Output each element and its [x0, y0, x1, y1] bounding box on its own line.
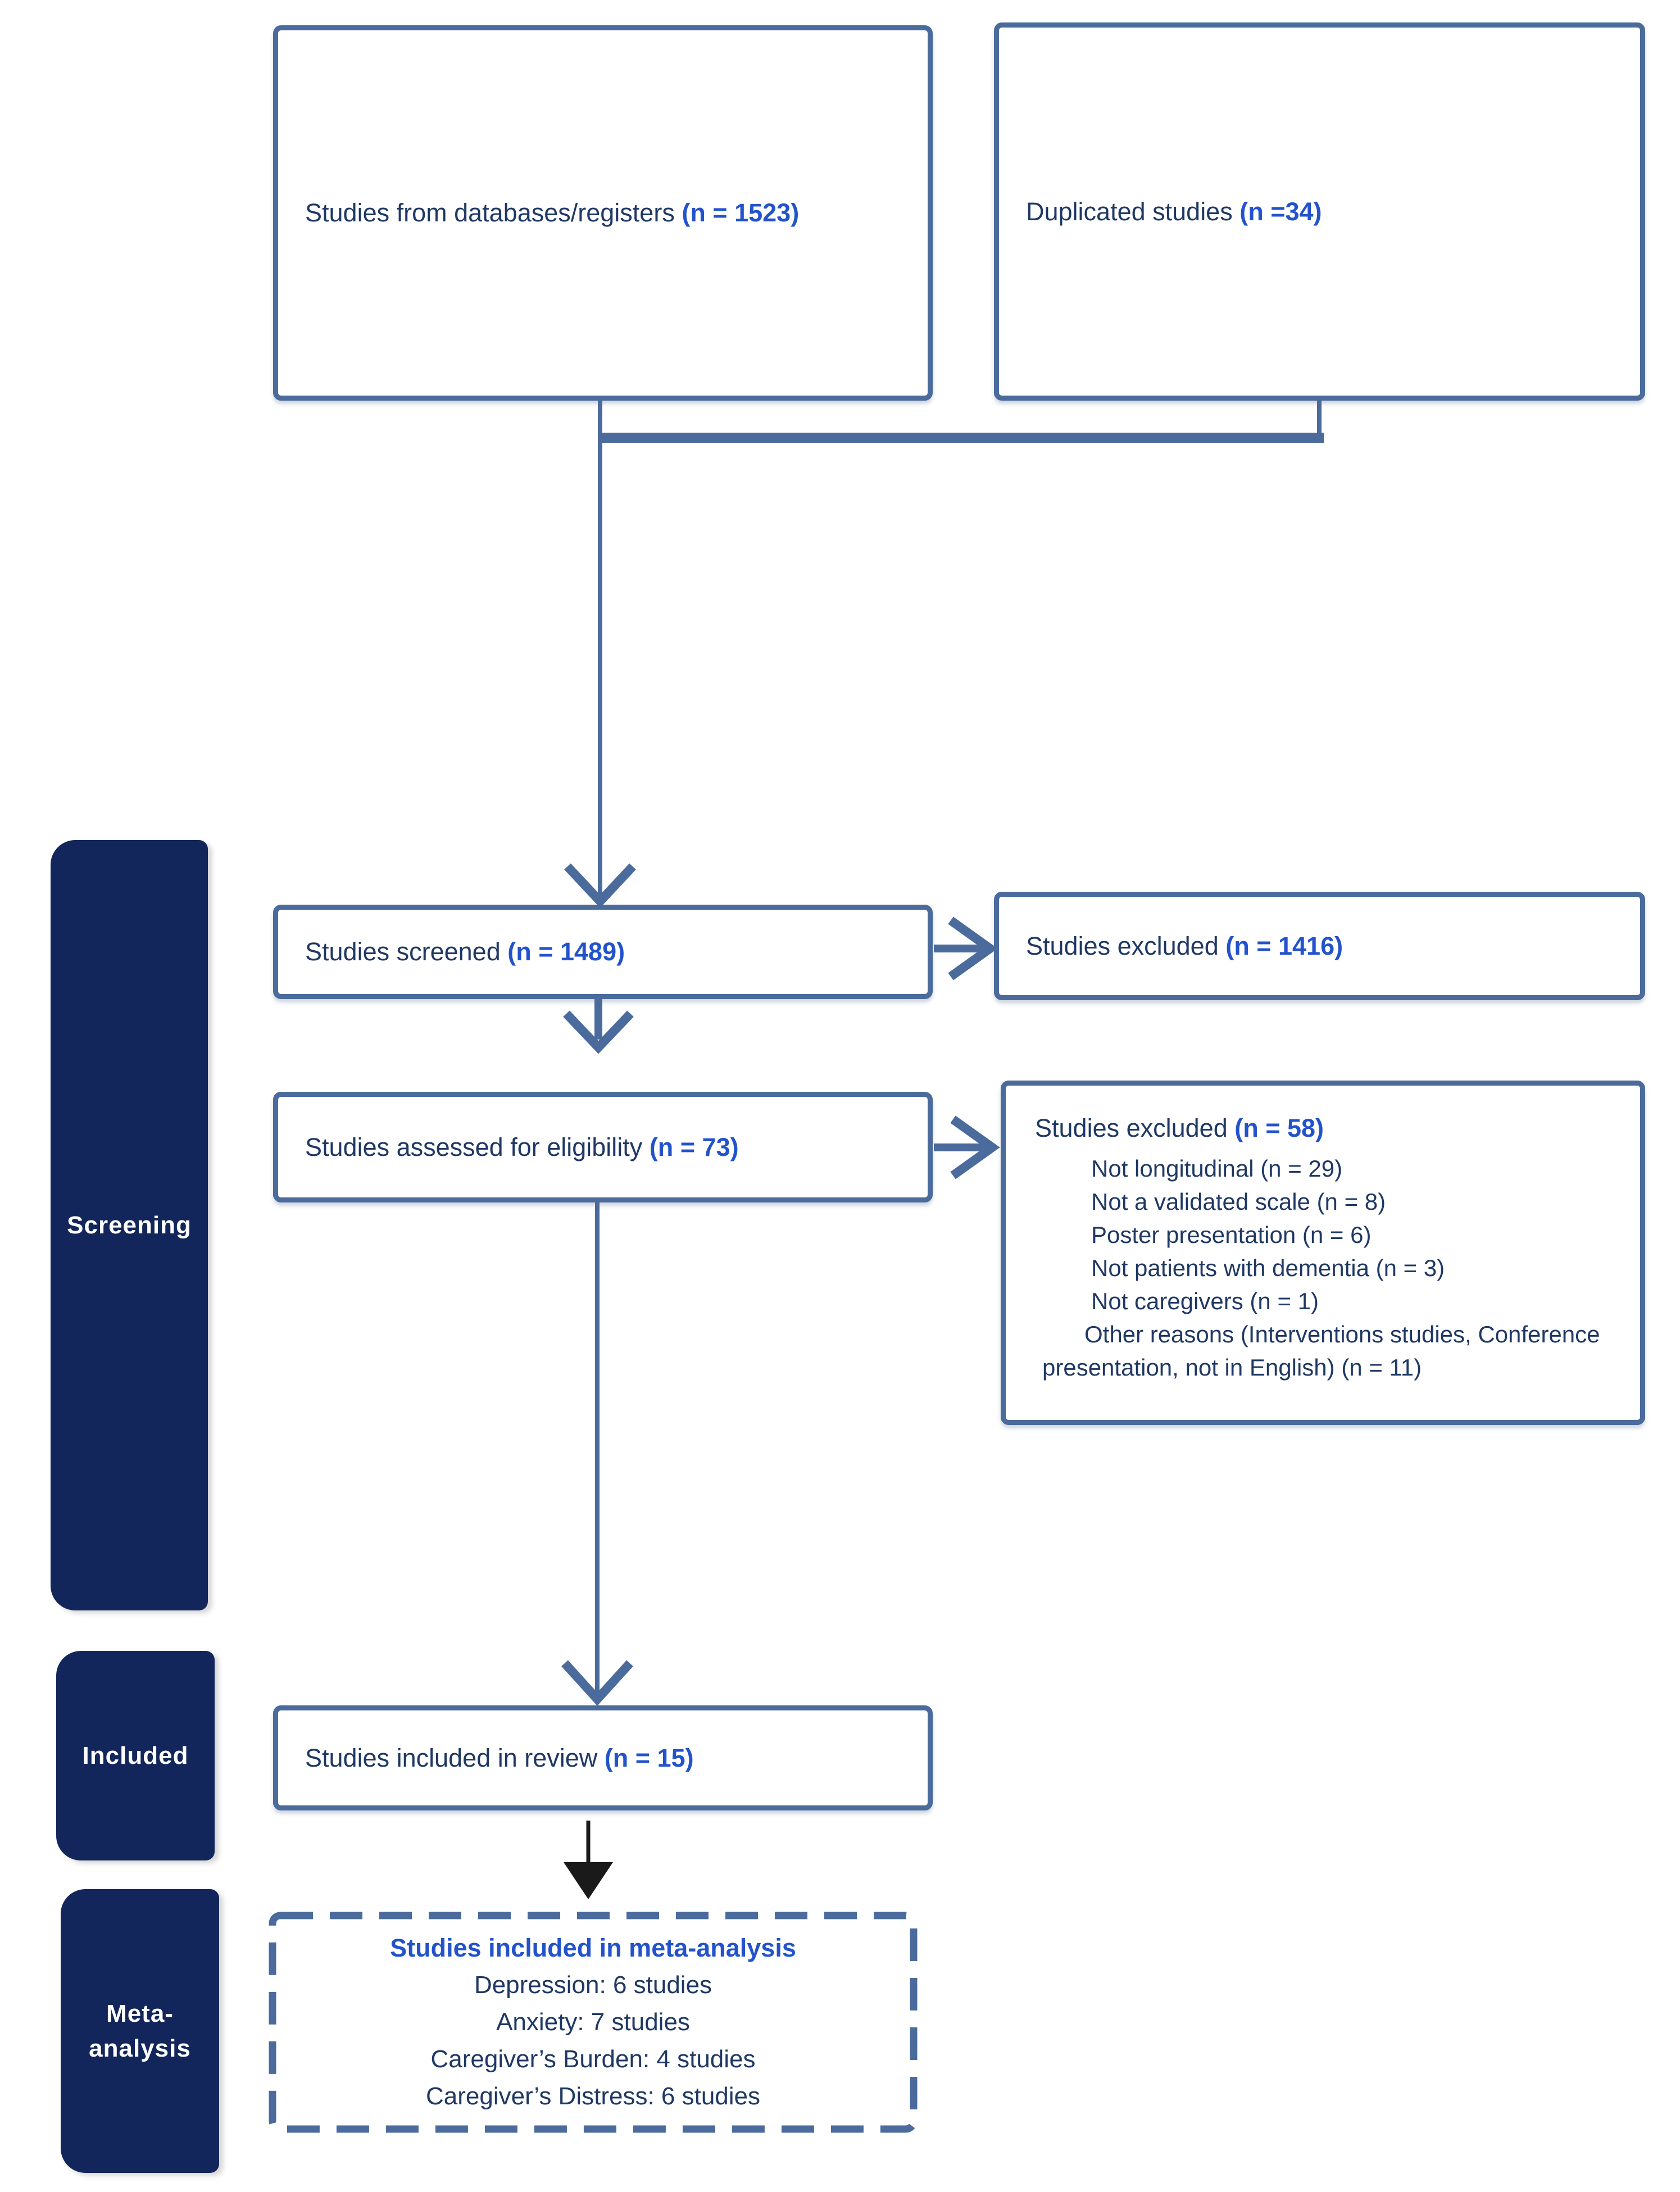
meta-analysis-item: Depression: 6 studies [474, 1971, 712, 1999]
arrowhead-to-meta [564, 1862, 613, 1899]
box-excluded-eligibility-count: (n = 58) [1234, 1114, 1324, 1142]
stage-label-screening-text: Screening [67, 1211, 192, 1239]
arrowhead-to-included [561, 1660, 633, 1706]
meta-box-dashed-border [269, 1912, 918, 2133]
arrowhead-to-excluded-eligibility [950, 1115, 1000, 1179]
box-screened-count: (n = 1489) [507, 937, 625, 966]
exclusion-reason-other-line2: presentation, not in English) (n = 11) [1042, 1354, 1422, 1381]
box-assessed: Studies assessed for eligibility (n = 73… [273, 1092, 933, 1202]
stage-label-meta-analysis: Meta- analysis [61, 1889, 219, 2173]
box-included: Studies included in review (n = 15) [273, 1705, 933, 1810]
box-assessed-label: Studies assessed for eligibility [305, 1132, 650, 1161]
exclusion-reason: Not caregivers (n = 1) [1091, 1288, 1319, 1314]
meta-analysis-item: Caregiver’s Burden: 4 studies [430, 2045, 756, 2073]
exclusion-reason-other-line1: Other reasons (Interventions studies, Co… [1084, 1321, 1600, 1347]
arrowhead-to-assessed [563, 1010, 634, 1054]
box-databases-count: (n = 1523) [682, 198, 800, 227]
box-meta-analysis: Studies included in meta-analysis Depres… [269, 1912, 917, 2132]
box-excluded-screening: Studies excluded (n = 1416) [994, 892, 1645, 1000]
box-screened-label: Studies screened [305, 937, 508, 966]
stage-label-meta-analysis-text: Meta- analysis [89, 1996, 191, 2066]
box-included-label: Studies included in review [305, 1743, 605, 1772]
meta-analysis-item: Anxiety: 7 studies [496, 2008, 690, 2036]
stage-label-meta-line2: analysis [89, 2034, 191, 2062]
arrowhead-to-screened [564, 863, 636, 908]
box-databases: Studies from databases/registers (n = 15… [273, 25, 933, 401]
box-screened: Studies screened (n = 1489) [273, 905, 933, 999]
stage-label-screening: Screening [51, 840, 208, 1610]
box-databases-label: Studies from databases/registers [305, 198, 682, 227]
stage-label-included-text: Included [82, 1741, 189, 1769]
exclusion-reason: Not patients with dementia (n = 3) [1091, 1255, 1445, 1281]
box-excluded-screening-count: (n = 1416) [1225, 931, 1343, 960]
box-duplicates-label: Duplicated studies [1026, 197, 1240, 226]
stage-label-included: Included [56, 1651, 215, 1860]
stage-label-meta-line1: Meta- [106, 1999, 174, 2027]
arrowhead-to-excluded-screening [948, 916, 998, 981]
exclusion-reason: Not longitudinal (n = 29) [1091, 1155, 1343, 1182]
box-duplicates: Duplicated studies (n =34) [994, 22, 1645, 401]
box-excluded-screening-label: Studies excluded [1026, 931, 1226, 960]
box-excluded-eligibility-label: Studies excluded [1035, 1114, 1235, 1142]
box-excluded-eligibility-title: Studies excluded (n = 58) [1035, 1114, 1625, 1143]
meta-analysis-item: Caregiver’s Distress: 6 studies [425, 2082, 761, 2110]
meta-analysis-title: Studies included in meta-analysis [390, 1934, 796, 1962]
exclusion-reason: Not a validated scale (n = 8) [1091, 1188, 1386, 1215]
box-included-count: (n = 15) [604, 1743, 694, 1772]
box-duplicates-count: (n =34) [1239, 197, 1322, 226]
exclusion-reason: Poster presentation (n = 6) [1091, 1222, 1372, 1248]
box-excluded-eligibility: Studies excluded (n = 58) Not longitudin… [1001, 1081, 1645, 1425]
box-assessed-count: (n = 73) [649, 1132, 739, 1161]
